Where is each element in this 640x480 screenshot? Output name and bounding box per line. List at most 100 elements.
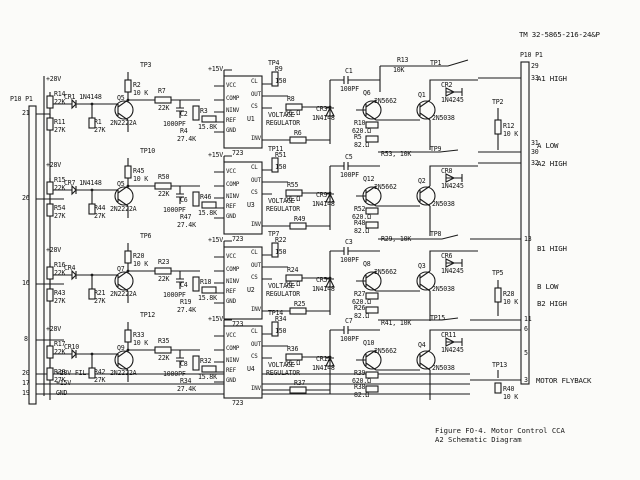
ch4-cap: C8 (180, 360, 188, 368)
ch2-r-div-value: 27.4K (177, 221, 196, 229)
ch1-diode-fly-part: 1N4245 (441, 96, 464, 104)
ch1-q-driver-part: 2N2222A (110, 119, 137, 127)
ch4-pin-vcc: VCC (226, 333, 236, 339)
ch2-pin-ref: REF (226, 204, 236, 210)
right-connector-label: P10 P1 (520, 51, 543, 59)
ch2-q-pnp: Q12 (363, 175, 375, 183)
ch2-pin-gnd: GND (226, 214, 236, 220)
output-b-low: B LOW (537, 282, 559, 291)
ch2-cap-value: 1000PF (163, 206, 186, 214)
ch1-r-vcc: R9 (275, 65, 283, 73)
ch1-cap-value: 1000PF (163, 120, 186, 128)
ch2-cap-couple-value: 100PF (340, 171, 359, 179)
ch1-q-driver: Q5 (117, 94, 125, 102)
ch1-r-base2-value: 27K (94, 126, 106, 134)
ch4-pin-comp: COMP (226, 346, 240, 352)
output-a1-high: A1 HIGH (537, 74, 567, 83)
ch3-r-base2: R21 (94, 289, 106, 297)
ch1-q-power-part: 2N5038 (432, 114, 455, 122)
ch3-r-vcc: R22 (275, 236, 287, 244)
ch2-q-power: Q2 (418, 177, 426, 185)
ch2-r-bias: R48 (354, 219, 366, 227)
ch3-q-pnp: Q8 (363, 260, 371, 268)
ch3-vreg-1: VOLTAGE (268, 282, 295, 290)
ch2-r-emitter-value: 620.Ω (352, 213, 371, 221)
ch3-r-in-value: 22K (54, 269, 66, 277)
ch1-v28: +28V (46, 75, 62, 83)
ch3-r-emitter: R27 (354, 290, 366, 298)
ch2-r-collector: R45 (133, 167, 145, 175)
ch2-r-in-value: 22K (54, 184, 66, 192)
ch3-pin-ninv: NINV (226, 279, 240, 285)
ch4-r-ref-value: 15.8K (198, 373, 217, 381)
ch3-r-inv: R25 (294, 300, 306, 308)
ch2-r-in: R15 (54, 176, 66, 184)
ch2-v15: +15V (208, 151, 224, 159)
ch3-cap-couple-value: 100PF (340, 256, 359, 264)
right-pin-32: 32 (531, 159, 539, 167)
r53-label: R53, 10K (381, 150, 412, 158)
tp13-label: TP13 (492, 361, 508, 369)
ch4-q-pnp-part: 2N5662 (374, 347, 397, 355)
tp5-label: TP5 (492, 269, 504, 277)
ch4-q-power: Q4 (418, 341, 426, 349)
ch1-q-pnp-part: 2N5662 (374, 97, 397, 105)
ch4-r-div-value: 27.4K (177, 385, 196, 393)
ch1-r-drive-value: 56.Ω (285, 109, 301, 117)
ch1-r-div: R4 (180, 127, 188, 135)
ch4-r-series: R35 (158, 337, 170, 345)
ch3-tp-a: TP6 (140, 232, 152, 240)
ch4-r-drive-value: 56.Ω (285, 359, 301, 367)
ch3-diode-fly: CR6 (441, 252, 453, 260)
caption-line-1: Figure FO-4. Motor Control CCA (435, 426, 565, 435)
left-pin-26: 26 (22, 194, 30, 202)
ch3-r-series-value: 22K (158, 275, 170, 283)
ch1-pin-ninv: NINV (226, 108, 240, 114)
ch1-diode-clamp: CR3 (316, 105, 328, 113)
ch3-cap-couple: C3 (345, 238, 353, 246)
right-pin-6: 6 (524, 325, 528, 333)
ch4-r-emitter-value: 620.Ω (352, 377, 371, 385)
tp8-label: TP8 (430, 230, 442, 238)
ch3-pin-cs: CS (251, 275, 258, 281)
ch3-r-base2-value: 27K (94, 297, 106, 305)
ch3-q-driver-part: 2N2222A (110, 290, 137, 298)
ch3-q-power-part: 2N5038 (432, 285, 455, 293)
ch2-diode-in: CR7 1N4148 (64, 179, 102, 187)
r41-label: R41, 10K (381, 319, 412, 327)
right-pin-5: 5 (524, 349, 528, 357)
left-connector (28, 105, 37, 405)
ch4-pin-cs: CS (251, 354, 258, 360)
ch2-r-series: R50 (158, 173, 170, 181)
ch1-r-base: R11 (54, 118, 66, 126)
ch2-r-ref-value: 15.8K (198, 209, 217, 217)
ch3-r-vcc-value: 150 (275, 248, 287, 256)
output-b2-high: B2 HIGH (537, 299, 567, 308)
ch1-r-base-value: 27K (54, 126, 66, 134)
left-pin-8: 8 (24, 335, 28, 343)
ch3-r-bias: R26 (354, 304, 366, 312)
ch3-v28: +28V (46, 246, 62, 254)
ch3-r-div: R19 (180, 298, 192, 306)
ch2-r-drive: R55 (287, 181, 299, 189)
ch3-vreg-2: REGULATOR (266, 290, 300, 298)
r28-value: 10 K (503, 298, 519, 306)
ch2-diode-clamp-part: 1N4148 (312, 200, 335, 208)
ch2-r-base: R54 (54, 204, 66, 212)
ch4-r-div: R34 (180, 377, 192, 385)
ch4-q-power-part: 2N5038 (432, 364, 455, 372)
r29-label: R29, 10K (381, 235, 412, 243)
right-pin-33: 33 (531, 74, 539, 82)
ch2-r-base2-value: 27K (94, 212, 106, 220)
right-pin-31: 31 (531, 139, 539, 147)
ch1-cap-couple-value: 100PF (340, 85, 359, 93)
ch1-r-drive: R8 (287, 95, 295, 103)
ch2-cap-couple: C5 (345, 153, 353, 161)
ch4-cap-couple: C7 (345, 317, 353, 325)
ch3-diode-clamp-part: 1N4148 (312, 285, 335, 293)
ch4-diode-in: CR10 (64, 343, 80, 351)
ch1-r-vcc-value: 150 (275, 77, 287, 85)
left-pin-21: 21 (22, 109, 30, 117)
ch2-r-series-value: 22K (158, 190, 170, 198)
